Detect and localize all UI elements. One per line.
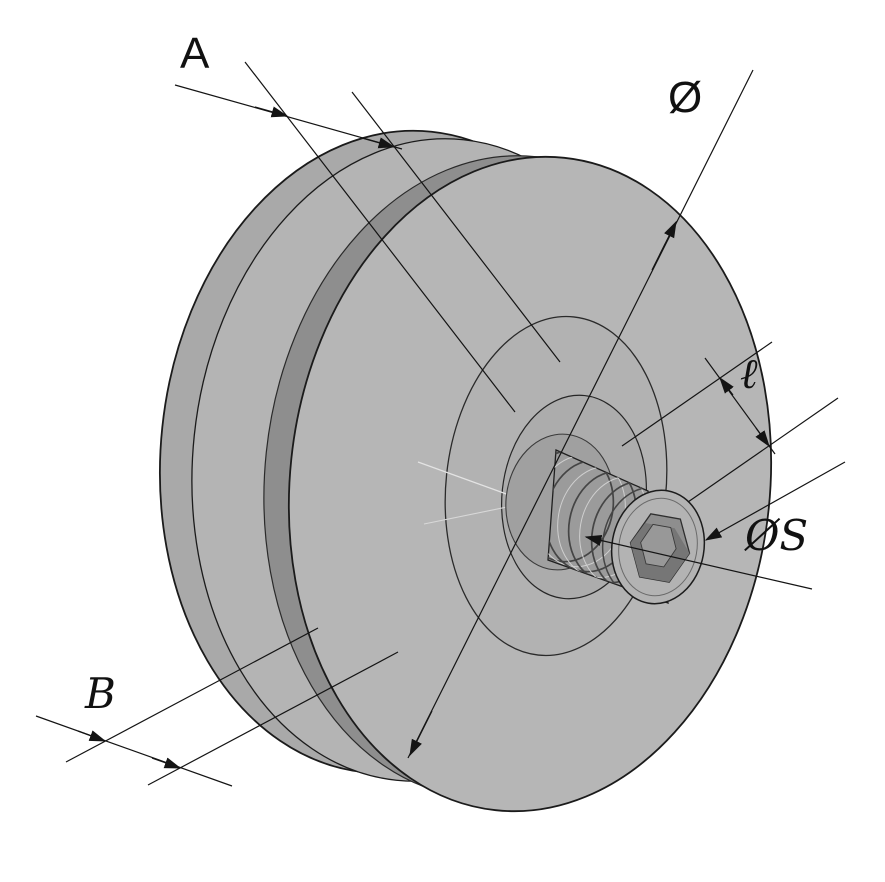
hex-socket bbox=[629, 513, 691, 583]
arrowhead bbox=[151, 757, 182, 769]
threaded-stud bbox=[547, 449, 706, 605]
extension-line bbox=[687, 397, 839, 503]
dim-overall-width: B bbox=[35, 627, 399, 787]
stud-end-ring bbox=[618, 497, 698, 597]
arrowhead bbox=[719, 376, 734, 396]
arrowhead bbox=[361, 137, 396, 149]
label-stud-length: ℓ bbox=[740, 349, 758, 398]
highlight-line bbox=[423, 505, 513, 525]
dim-stud-length: ℓ bbox=[621, 341, 839, 503]
arrowhead bbox=[755, 427, 770, 448]
arrowhead-leader bbox=[584, 534, 813, 590]
dim-stud-diameter: ØS bbox=[584, 461, 846, 590]
dim-outer-diameter: Ø bbox=[407, 69, 754, 759]
label-groove-width: A bbox=[180, 29, 210, 78]
arrowhead bbox=[409, 710, 433, 757]
hex-socket-floor bbox=[640, 523, 677, 568]
pulley bbox=[159, 129, 773, 813]
arrowhead bbox=[651, 220, 677, 271]
label-overall-width: B bbox=[84, 669, 116, 718]
arrowhead-leader bbox=[704, 461, 846, 541]
highlight-lines bbox=[417, 461, 513, 525]
extension-line bbox=[621, 341, 773, 447]
dim-groove-width: A bbox=[174, 29, 561, 413]
dimension-line bbox=[407, 69, 754, 759]
arrowhead bbox=[77, 730, 107, 742]
arrowhead bbox=[254, 106, 289, 118]
label-outer-diameter: Ø bbox=[668, 73, 702, 122]
extension-line bbox=[65, 627, 319, 763]
extension-line bbox=[244, 61, 516, 413]
label-stud-diameter: ØS bbox=[744, 511, 808, 560]
extension-line bbox=[351, 91, 561, 363]
extension-line bbox=[147, 651, 399, 786]
dimension-line bbox=[35, 715, 233, 787]
highlight-line bbox=[417, 461, 513, 497]
